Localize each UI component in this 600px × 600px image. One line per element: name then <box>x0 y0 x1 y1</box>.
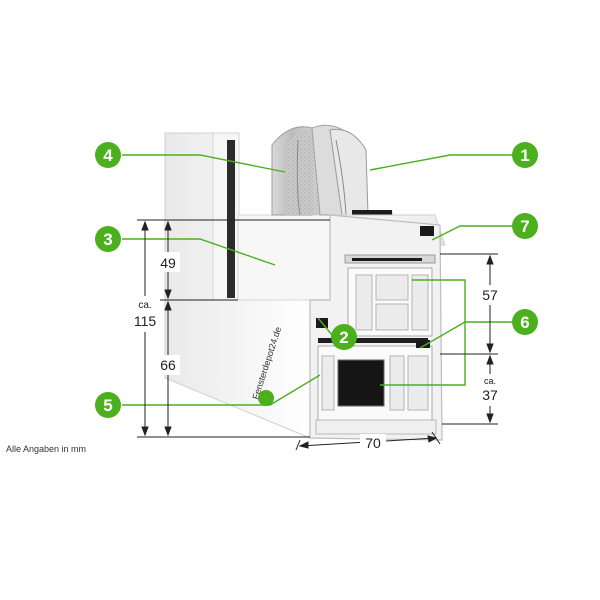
callout-badge-6[interactable]: 6 <box>512 309 538 335</box>
leader-6b <box>380 322 466 386</box>
dim-left-total-label: 115 <box>134 313 157 329</box>
svg-text:6: 6 <box>520 313 529 332</box>
leader-4 <box>122 154 286 173</box>
dim-right-upper-label: 57 <box>482 287 498 303</box>
callout-badge-3[interactable]: 3 <box>95 226 121 252</box>
dim-right-lower-label: 37 <box>482 387 498 403</box>
svg-text:7: 7 <box>520 217 529 236</box>
leader-6a <box>412 279 512 323</box>
dim-bottom-width-label: 70 <box>365 435 381 451</box>
dim-left-total-prefix: ca. <box>138 300 151 311</box>
dim-right-lower-prefix: ca. <box>484 376 496 386</box>
dim-left-upper-label: 49 <box>160 255 176 271</box>
frame-gasket-strip <box>227 140 235 298</box>
svg-text:2: 2 <box>339 328 348 347</box>
profile-cross-section <box>309 214 443 441</box>
dimension-labels: ca. 115 49 66 57 ca. 37 70 <box>133 252 504 452</box>
leader-5 <box>122 374 321 406</box>
leader-3 <box>122 238 276 266</box>
brand-logo-circle <box>258 390 274 406</box>
glazing-unit <box>271 124 369 216</box>
svg-text:4: 4 <box>103 146 113 165</box>
window-frame-illustration: Fensterdepot24.de <box>164 124 446 441</box>
svg-text:1: 1 <box>520 146 529 165</box>
svg-text:5: 5 <box>103 396 112 415</box>
units-footnote: Alle Angaben in mm <box>6 444 87 454</box>
leader-7 <box>431 225 512 241</box>
callout-badge-5[interactable]: 5 <box>95 392 121 418</box>
callout-badge-1[interactable]: 1 <box>512 142 538 168</box>
callout-badge-4[interactable]: 4 <box>95 142 121 168</box>
dim-left-lower-label: 66 <box>160 357 176 373</box>
callout-leader-lines <box>122 154 512 406</box>
leader-2 <box>317 317 333 336</box>
callout-badge-7[interactable]: 7 <box>512 213 538 239</box>
svg-text:3: 3 <box>103 230 112 249</box>
leader-1 <box>369 154 512 171</box>
callout-badges: 1 2 3 4 5 6 7 <box>95 142 538 418</box>
callout-badge-2[interactable]: 2 <box>331 324 357 350</box>
leader-6c <box>419 321 466 349</box>
